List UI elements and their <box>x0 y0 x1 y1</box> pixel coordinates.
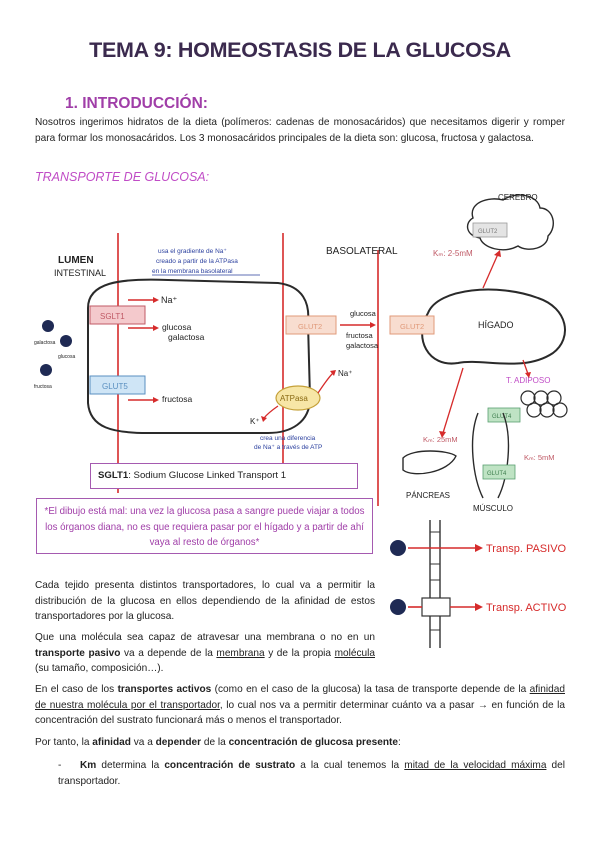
km-cerebro: Kₘ: 2-5mM <box>433 249 473 258</box>
sglt1-caption-rest: : Sodium Glucose Linked Transport 1 <box>128 470 287 481</box>
k-label: K⁺ <box>250 417 260 426</box>
p3-c: (como en el caso de la glucosa) la tasa … <box>211 684 530 695</box>
adipose-tissue <box>520 390 568 418</box>
fructosa-label-2: fructosa <box>346 331 374 340</box>
glut-brain: GLUT2 <box>478 229 498 235</box>
active-transporter <box>421 597 451 617</box>
sglt1-label: SGLT1 <box>100 312 125 321</box>
page-title: TEMA 9: HOMEOSTASIS DE LA GLUCOSA <box>89 38 511 62</box>
fructosa-label-1: fructosa <box>162 394 193 404</box>
drawing-note-box: *El dibujo está mal: una vez la glucosa … <box>36 498 373 554</box>
bullet-km: - Km determina la concentración de sustra… <box>58 758 565 789</box>
annotation-bottom-2: de Na⁺ a través de ATP <box>254 444 322 451</box>
subheading-transporte: TRANSPORTE DE GLUCOSA: <box>35 170 210 184</box>
glucosa-mol-label: glucosa <box>58 354 75 360</box>
basolateral-label: BASOLATERAL <box>326 246 398 257</box>
glucosa-label-1: glucosa <box>162 322 192 332</box>
na-label-2: Na⁺ <box>338 369 352 378</box>
passive-molecule <box>390 540 406 556</box>
glucosa-label-2: glucosa <box>350 309 377 318</box>
annotation-top-2: creado a partir de la ATPasa <box>156 258 238 265</box>
pancreas-label: PÁNCREAS <box>406 491 450 500</box>
passive-transport-label: Transp. PASIVO <box>486 543 567 555</box>
transport-types-diagram: Transp. PASIVO Transp. ACTIVO <box>390 520 567 648</box>
p4-concentracion: concentración de glucosa presente <box>228 737 398 748</box>
p2-g: (su tamaño, composición…). <box>35 663 164 674</box>
adiposo-label: T. ADIPOSO <box>506 376 550 385</box>
bullet-f: del transportador. <box>58 760 566 787</box>
annotation-top-3: en la membrana basolateral <box>152 268 233 275</box>
musculo-label: MÚSCULO <box>473 504 513 513</box>
fructosa-mol-label: fructosa <box>34 384 52 390</box>
bullet-mitad-velocidad: mitad de la velocidad máxima <box>404 760 547 771</box>
sglt1-caption-box: SGLT1: Sodium Glucose Linked Transport 1 <box>90 463 358 489</box>
km-musculo: Kₘ: 5mM <box>524 453 555 462</box>
p2-molecula: molécula <box>334 647 375 659</box>
section-heading: 1. INTRODUCCIÓN: <box>65 95 208 112</box>
p3-a: En el caso de los <box>35 684 118 695</box>
p4-c: va a <box>130 737 156 748</box>
p4-depender: depender <box>155 737 202 748</box>
bullet-concentracion-sustrato: concentración de sustrato <box>164 760 296 771</box>
p2-c: va a depende de la <box>120 647 217 659</box>
glut4-adipose: GLUT4 <box>492 414 512 420</box>
p4-e: de la <box>201 737 229 748</box>
active-transport-label: Transp. ACTIVO <box>486 602 567 614</box>
lumen-label: LUMEN <box>58 255 94 266</box>
glut2-basolateral: GLUT2 <box>298 322 322 331</box>
higado-label: HÍGADO <box>478 320 514 330</box>
annotation-bottom-1: crea una diferencia <box>260 435 316 442</box>
p3-afinidad-underline: afinidad de nuestra molécula por el tran… <box>35 684 565 711</box>
p2-transporte-pasivo: transporte pasivo <box>35 647 121 659</box>
bullet-d: a la cual tenemos la <box>295 760 405 771</box>
p2-a: Que una molécula sea capaz de atravesar … <box>35 632 375 643</box>
km-pancreas: Kₘ: 25mM <box>423 435 458 444</box>
active-molecule <box>390 599 406 615</box>
p2-e: y de la propia <box>264 647 335 659</box>
paragraph-tejidos: Cada tejido presenta distintos transport… <box>35 580 375 622</box>
bullet-dash: - <box>58 760 62 771</box>
p4-g: : <box>397 737 401 748</box>
glut2-liver: GLUT2 <box>400 322 424 331</box>
paragraph-transportes-activos: En el caso de los transportes activos (c… <box>35 682 565 729</box>
p3-e: , lo cual nos va a permitir determinar c… <box>35 699 565 727</box>
atpasa-label: ATPasa <box>280 394 308 403</box>
paragraph-transporte-pasivo: Que una molécula sea capaz de atravesar … <box>35 630 375 677</box>
bullet-b: determina la <box>96 760 165 771</box>
p4-a: Por tanto, la <box>35 737 93 748</box>
p3-transportes-activos: transportes activos <box>117 684 212 695</box>
paragraph-afinidad: Por tanto, la afinidad va a depender de … <box>35 735 565 751</box>
glut4-muscle: GLUT4 <box>487 471 507 477</box>
na-label-1: Na⁺ <box>161 295 178 305</box>
cerebro-label: CEREBRO <box>498 193 538 202</box>
galactosa-label-2: galactosa <box>346 341 379 350</box>
glut5-label: GLUT5 <box>102 382 128 391</box>
p2-membrana: membrana <box>216 647 265 659</box>
annotation-top-1: usa el gradiente de Na⁺ <box>158 248 227 255</box>
glucose-transport-diagram: LUMEN INTESTINAL BASOLATERAL usa el grad… <box>34 193 568 513</box>
intro-paragraph: Nosotros ingerimos hidratos de la dieta … <box>35 117 565 144</box>
galactosa-label-1: galactosa <box>168 332 205 342</box>
lumen-label-2: INTESTINAL <box>54 268 106 278</box>
galactosa-mol-label: galactosa <box>34 340 56 346</box>
bullet-km-term: Km <box>80 760 97 771</box>
sglt1-caption-bold: SGLT1 <box>98 470 129 481</box>
p4-afinidad: afinidad <box>92 737 131 748</box>
